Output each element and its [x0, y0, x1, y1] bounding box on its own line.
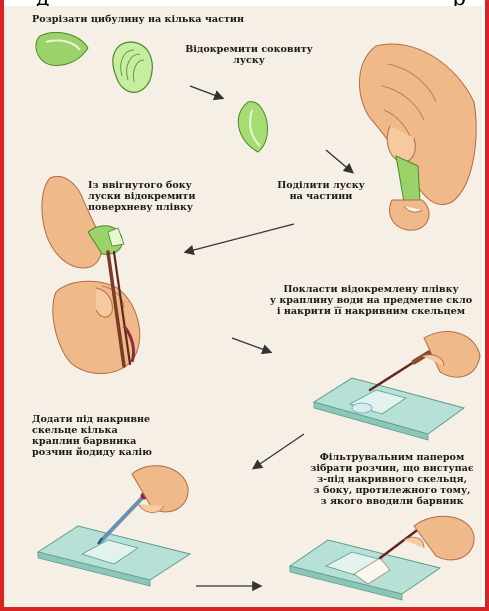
step-2-label: Відокремити соковиту луску [174, 44, 324, 66]
step-4-label: Із ввігнутого боку луски відокремити пов… [88, 180, 218, 213]
step-3-label: Поділити луску на частини [256, 180, 386, 202]
onion-scale [238, 102, 267, 152]
step-7-label: Фільтрувальним папером зібрати розчин, щ… [304, 452, 480, 507]
step-5-label: Покласти відокремлену плівку у краплину … [260, 284, 482, 317]
slide-with-scalpel [314, 332, 480, 440]
slide-with-filter-paper [290, 516, 474, 600]
step-1-label: Розрізати цибулину на кілька частин [32, 14, 244, 25]
onion-slice-small [36, 32, 88, 65]
illustration-paper: Розрізати цибулину на кілька частин Відо… [4, 6, 482, 607]
process-arrows [186, 86, 352, 586]
step-6-label: Додати під накривне скельце кілька крапл… [32, 414, 182, 458]
slide-with-pipette [38, 466, 190, 586]
onion-wedge [113, 42, 152, 92]
hand-breaking-scale [359, 44, 476, 230]
